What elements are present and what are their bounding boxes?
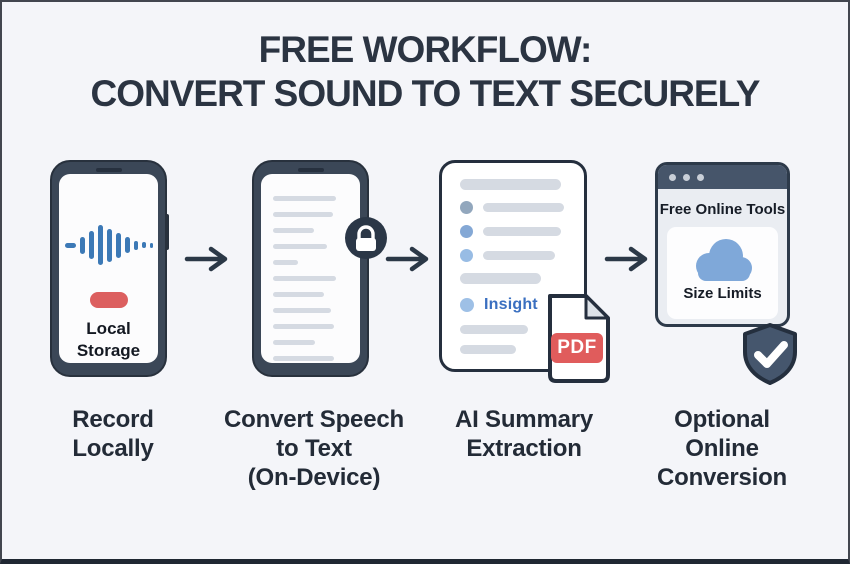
arrow-right-icon (604, 246, 648, 272)
insight-row: Insight (460, 296, 566, 314)
browser-titlebar (658, 165, 787, 189)
insight-label: Insight (484, 296, 538, 313)
window-dot-icon (697, 173, 704, 181)
text-line (273, 228, 314, 233)
wave-bar (133, 240, 138, 250)
wave-bar (124, 237, 130, 253)
title-line-1: FREE WORKFLOW: (258, 29, 593, 70)
text-line (273, 276, 336, 281)
phone-speaker (95, 168, 122, 172)
document-row (460, 201, 566, 214)
wave-bar (79, 236, 85, 254)
lock-icon (345, 217, 387, 259)
wave-bar (141, 242, 146, 248)
text-line (273, 196, 336, 201)
cloud-icon (695, 239, 752, 281)
caption-convert-speech: Convert Speech to Text (On-Device) (224, 406, 404, 491)
phone-screen-transcript (261, 174, 360, 363)
title-line-2: CONVERT SOUND TO TEXT SECURELY (90, 73, 761, 114)
caption-ai-summary: AI Summary Extraction (454, 406, 594, 462)
pdf-badge: PDF (551, 333, 603, 363)
arrow-right-icon (184, 246, 228, 272)
window-dot-icon (683, 173, 690, 181)
wave-bar (149, 242, 153, 248)
text-line (273, 212, 333, 217)
text-line (273, 260, 298, 265)
pdf-file-icon: PDF (542, 293, 612, 383)
upload-panel: Size Limits (667, 227, 778, 319)
size-limits-label: Size Limits (683, 285, 762, 302)
wave-bar (106, 228, 112, 262)
text-line (273, 292, 325, 297)
insight-bullet-icon (460, 298, 474, 312)
text-line (273, 340, 316, 345)
text-line (273, 244, 328, 249)
text-line (273, 324, 335, 329)
caption-record-locally: Record Locally (72, 406, 154, 462)
window-dot-icon (669, 173, 676, 181)
document-rows-top (460, 179, 566, 284)
phone-record-device: Local Storage (50, 160, 169, 377)
text-line (273, 356, 335, 361)
summary-document: Insight (439, 160, 587, 372)
document-row (460, 179, 566, 190)
wave-bar (88, 231, 94, 259)
phone-screen-record: Local Storage (59, 174, 158, 363)
document-row (460, 249, 566, 262)
phone-speaker (297, 168, 324, 172)
wave-bar (97, 225, 103, 265)
text-line (273, 308, 332, 313)
caption-online-conversion: Optional Online Conversion (656, 406, 788, 491)
document-row (460, 225, 566, 238)
arrow-right-icon (385, 246, 429, 272)
wave-bar (64, 242, 76, 248)
wave-bar (115, 232, 121, 258)
audio-waveform-icon (59, 224, 158, 266)
phone-transcript-device (252, 160, 369, 377)
page-title: FREE WORKFLOW: CONVERT SOUND TO TEXT SEC… (2, 28, 848, 116)
shield-check-icon (740, 322, 800, 386)
phone-side-button (165, 214, 169, 250)
record-button-icon (89, 292, 128, 308)
document-row (460, 273, 566, 284)
browser-window: Free Online Tools Size Limits (655, 162, 790, 327)
local-storage-label: Local Storage (76, 319, 141, 361)
free-online-tools-label: Free Online Tools (659, 201, 786, 218)
